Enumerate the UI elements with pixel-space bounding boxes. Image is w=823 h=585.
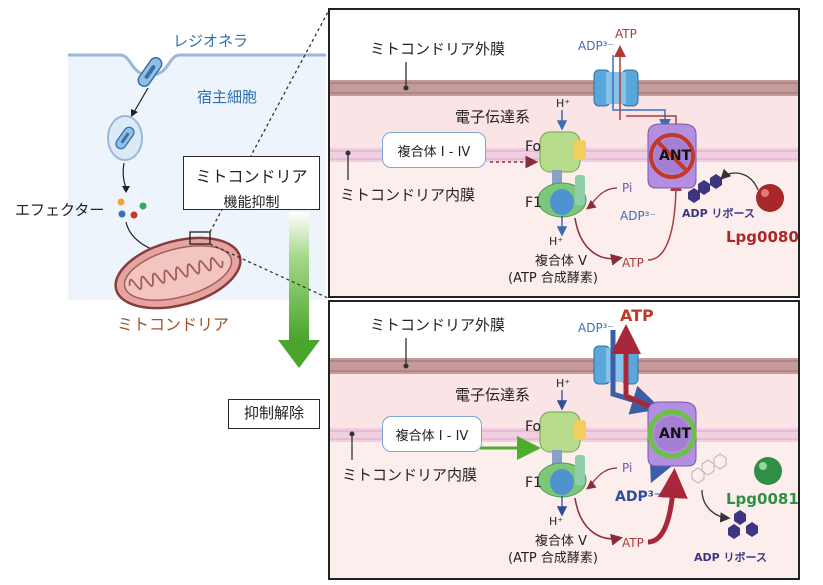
effector-dot-orange <box>117 198 125 206</box>
green-arrow-head <box>278 340 320 368</box>
outer-membrane <box>330 80 798 96</box>
legionella-vacuole <box>107 115 143 161</box>
arrow-entry <box>133 87 149 113</box>
host-cell-label: 宿主細胞 <box>197 88 258 106</box>
mito-inhibition-line1: ミトコンドリア <box>195 167 308 186</box>
effector-label: エフェクター <box>15 201 105 219</box>
top-ant-label: ANT <box>659 148 692 164</box>
top-adp-in-label: ADP³⁻ <box>620 209 656 223</box>
bottom-h-plus-bottom: H⁺ <box>549 515 564 528</box>
adp-ribose-molecule <box>688 174 722 203</box>
lpg0080-sphere <box>756 184 784 212</box>
effector-dot-blue <box>118 210 126 218</box>
legionella-label: レジオネラ <box>173 32 249 50</box>
left-illustration <box>0 0 330 585</box>
bottom-panel: ミトコンドリア外膜 ミトコンドリア内膜 電子伝達系 複合体 I - IV Fo … <box>328 300 800 580</box>
top-atp-in-label: ATP <box>622 256 644 270</box>
legionella-bacterium <box>137 57 163 87</box>
top-complex-1-4: 複合体 I - IV <box>382 132 486 168</box>
mitochondria-label: ミトコンドリア <box>117 315 230 334</box>
top-fo-label: Fo <box>525 139 542 155</box>
mito-inhibition-line2: 機能抑制 <box>223 195 280 211</box>
lpg0081-sphere <box>754 457 782 485</box>
top-adp-ribose-label: ADP リボース <box>682 207 755 220</box>
bottom-adp-out-label: ADP³⁻ <box>578 321 614 335</box>
release-box: 抑制解除 <box>228 399 320 429</box>
adp-ribose-molecule <box>728 510 758 539</box>
effector-dot-green <box>139 202 147 210</box>
top-adp-out-label: ADP³⁻ <box>578 39 614 53</box>
top-complex-5-line1: 複合体 V <box>535 254 588 269</box>
bottom-inner-membrane-label: ミトコンドリア内膜 <box>342 466 478 484</box>
active-circle <box>647 409 697 459</box>
bottom-complex-1-4: 複合体 I - IV <box>382 416 482 452</box>
top-f1-label: F1 <box>525 195 542 211</box>
bottom-pi-label: Pi <box>622 461 633 475</box>
adp-ribose-faded <box>691 453 727 484</box>
bottom-complex-5-line2: (ATP 合成酵素) <box>508 551 598 566</box>
bottom-h-plus-top: H⁺ <box>556 377 571 390</box>
bottom-atp-out-label: ATP <box>620 306 654 325</box>
bottom-fo-label: Fo <box>525 419 542 435</box>
top-outer-membrane-label: ミトコンドリア外膜 <box>370 40 506 58</box>
mito-inhibition-box: ミトコンドリア 機能抑制 <box>183 156 320 211</box>
top-inner-membrane-label: ミトコンドリア内膜 <box>340 186 476 204</box>
bottom-panel-graphics <box>330 324 798 578</box>
outer-membrane <box>330 358 798 374</box>
top-effector-name: Lpg0080 <box>726 228 799 246</box>
bottom-f1-label: F1 <box>525 475 542 491</box>
green-arrow-shaft <box>289 212 309 340</box>
bottom-adp-in-label: ADP³⁻ <box>615 489 662 505</box>
top-panel-graphics <box>330 45 798 296</box>
left-illustration-graphics <box>68 53 326 368</box>
bottom-ant-label: ANT <box>659 426 692 442</box>
top-etc-label: 電子伝達系 <box>455 108 531 126</box>
top-h-plus-top: H⁺ <box>556 97 571 110</box>
effector-dot-red <box>130 211 138 219</box>
atp-synthase <box>537 131 587 218</box>
top-atp-out-label: ATP <box>615 27 637 41</box>
zoom-rect <box>189 231 211 245</box>
porin-channel <box>593 345 639 385</box>
mitochondrion-illustration <box>114 236 242 310</box>
atp-synthase <box>537 411 587 498</box>
bottom-complex-5-line1: 複合体 V <box>535 534 588 549</box>
top-complex-5-line2: (ATP 合成酵素) <box>508 271 598 286</box>
inhibition-circle <box>649 133 695 179</box>
inhibition-slash <box>655 139 689 173</box>
bottom-etc-label: 電子伝達系 <box>455 386 531 404</box>
bottom-adp-ribose-label: ADP リボース <box>694 551 767 564</box>
top-panel: ミトコンドリア外膜 ミトコンドリア内膜 電子伝達系 複合体 I - IV Fo … <box>328 8 800 298</box>
porin-channel <box>593 69 639 107</box>
bottom-effector-name: Lpg0081 <box>726 490 799 508</box>
bottom-atp-in-label: ATP <box>622 536 644 550</box>
top-pi-label: Pi <box>622 181 633 195</box>
top-h-plus-bottom: H⁺ <box>549 235 564 248</box>
bottom-outer-membrane-label: ミトコンドリア外膜 <box>370 316 506 334</box>
